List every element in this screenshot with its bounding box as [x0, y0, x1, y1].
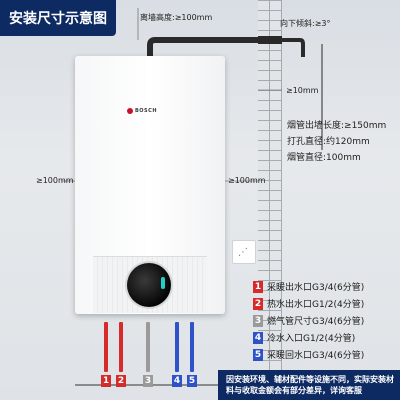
drill-diameter-spec: 打孔直径:约120mm	[287, 137, 370, 147]
legend-text: 冷水入口G1/2(4分管)	[267, 334, 356, 344]
legend-number: 5	[253, 348, 263, 361]
legend-text: 采暖出水口G3/4(6分管)	[267, 283, 365, 293]
control-panel	[93, 256, 207, 313]
legend-item: 5 采暖回水口G3/4(6分管)	[253, 347, 364, 362]
installation-note: 因安装环境、辅材配件等设施不同，实际安装材料与收取金额会有部分差异，详询客服	[218, 370, 400, 400]
control-dial	[127, 263, 171, 307]
pipe-legend: 1 采暖出水口G3/4(6分管) 2 热水出水口G1/2(4分管) 3 燃气管尺…	[253, 279, 364, 364]
pipe-2	[119, 322, 123, 372]
pipe-1	[104, 322, 108, 372]
power-socket: ⋰	[232, 240, 256, 264]
brand-name: BOSCH	[135, 108, 158, 114]
legend-text: 热水出水口G1/2(4分管)	[267, 300, 365, 310]
left-gap-label: ≥100mm	[36, 176, 74, 185]
legend-item: 3 燃气管尺寸G3/4(6分管)	[253, 313, 364, 328]
pipe-badge-1: 1	[101, 375, 111, 387]
wall-gap-label: ≥10mm	[286, 86, 319, 95]
legend-number: 2	[253, 297, 263, 310]
pipe-badge-5: 5	[187, 375, 197, 387]
top-clearance-label: 离墙高度:≥100mm	[140, 13, 213, 22]
legend-item: 1 采暖出水口G3/4(6分管)	[253, 279, 364, 294]
legend-number: 4	[253, 331, 263, 344]
legend-item: 4 冷水入口G1/2(4分管)	[253, 330, 364, 345]
page-title: 安装尺寸示意图	[0, 0, 116, 36]
brand-logo: BOSCH	[127, 108, 157, 114]
water-heater-unit: BOSCH	[75, 56, 225, 314]
flue-length-spec: 烟管出墙长度:≥150mm	[287, 121, 387, 131]
pipe-badge-4: 4	[172, 375, 182, 387]
legend-number: 3	[253, 314, 263, 327]
right-gap-label: ≥100mm	[228, 176, 266, 185]
legend-number: 1	[253, 280, 263, 293]
legend-text: 燃气管尺寸G3/4(6分管)	[267, 317, 365, 327]
brand-mark-icon	[127, 108, 133, 114]
socket-outlet-icon: ⋰	[238, 247, 248, 258]
legend-text: 采暖回水口G3/4(6分管)	[267, 351, 365, 361]
slope-label: 向下倾斜:≥3°	[280, 19, 331, 28]
pipe-badge-2: 2	[116, 375, 126, 387]
dial-indicator-icon	[161, 277, 165, 289]
flue-diameter-spec: 烟管直径:100mm	[287, 153, 361, 163]
pipe-4	[175, 322, 179, 372]
pipe-5	[190, 322, 194, 372]
pipe-badge-3: 3	[143, 375, 153, 387]
legend-item: 2 热水出水口G1/2(4分管)	[253, 296, 364, 311]
pipe-3	[146, 322, 150, 372]
